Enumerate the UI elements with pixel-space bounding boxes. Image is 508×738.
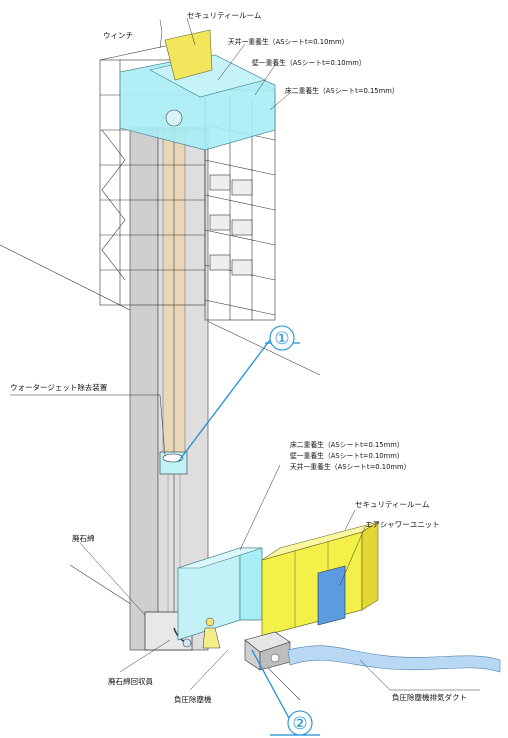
label-air-shower: エアシャワーユニット bbox=[365, 520, 440, 529]
label-bottom-wall-protect: 壁一重養生（ASシートt=0.10mm） bbox=[290, 451, 404, 460]
exhaust-duct bbox=[287, 645, 501, 673]
waterjet-device bbox=[159, 451, 188, 475]
label-waste-collector: 廃石綿回収員 bbox=[108, 676, 153, 686]
worker-body bbox=[202, 627, 221, 649]
marker-one: ① bbox=[274, 329, 289, 349]
label-winch: ウィンチ bbox=[103, 31, 133, 40]
negative-pressure-machine bbox=[244, 631, 291, 671]
chimney-shaft bbox=[129, 127, 209, 651]
label-waterjet: ウォータージェット除去装置 bbox=[10, 382, 108, 392]
security-room-block bbox=[261, 521, 379, 637]
label-top-security-room: セキュリティールーム bbox=[187, 11, 261, 20]
worker-helmet bbox=[205, 617, 215, 627]
label-negative-pressure: 負圧除塵機 bbox=[174, 694, 212, 704]
callout-lines bbox=[10, 17, 480, 691]
label-top-ceiling-protect: 天井一重養生（ASシートt=0.10mm） bbox=[228, 37, 348, 46]
marker-one-callout: ① bbox=[177, 325, 300, 463]
top-security-room bbox=[164, 29, 213, 81]
label-bottom-floor-protect: 床二重養生（ASシートt=0.15mm） bbox=[290, 440, 404, 449]
bottom-enclosure bbox=[177, 547, 263, 649]
air-shower-unit bbox=[317, 565, 346, 626]
label-waste-duct: 廃石綿 bbox=[72, 533, 95, 543]
marker-two-callout: ② bbox=[251, 649, 320, 736]
marker-two: ② bbox=[292, 714, 307, 734]
label-bottom-ceiling-protect: 天井一重養生（ASシートt=0.10mm） bbox=[290, 462, 410, 471]
scaffold-stairs bbox=[101, 129, 126, 281]
top-enclosure bbox=[119, 29, 276, 151]
label-exhaust-duct: 負圧除塵機排気ダクト bbox=[392, 692, 467, 702]
label-top-wall-protect: 壁一重養生（ASシートt=0.10mm） bbox=[252, 58, 366, 67]
label-bottom-security-room: セキュリティールーム bbox=[355, 500, 429, 509]
label-top-floor-protect: 床二重養生（ASシートt=0.15mm） bbox=[285, 86, 399, 95]
